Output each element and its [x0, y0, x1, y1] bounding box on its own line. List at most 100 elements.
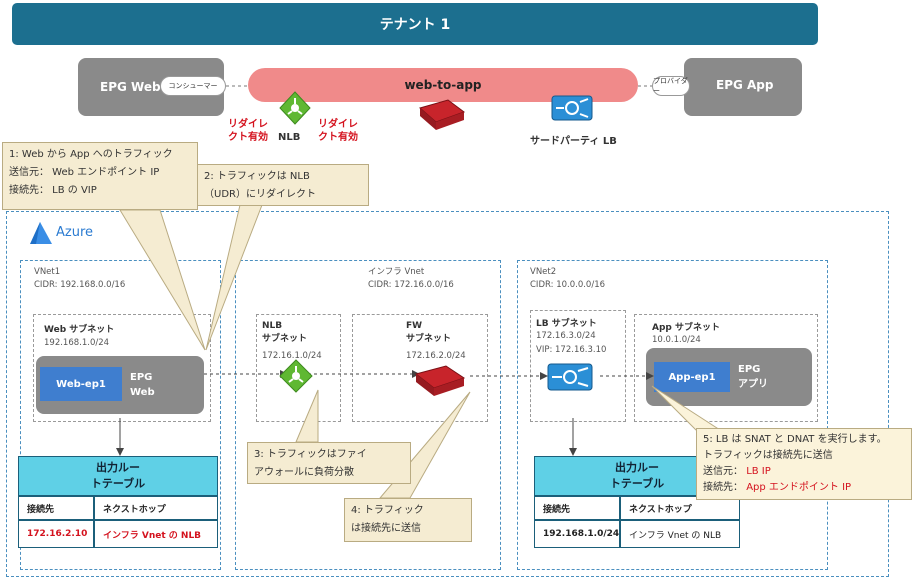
- nlb-subnet-title-line1: NLB: [262, 321, 283, 331]
- callout-2-line1: 2: トラフィックは NLB: [204, 171, 310, 182]
- web-to-route-arrow-head: [116, 448, 124, 456]
- vnet1-box: [20, 260, 221, 570]
- callout-1-line1: 1: Web から App へのトラフィック: [9, 149, 173, 160]
- callout-3: 3: トラフィックはファイ アウォールに負荷分散: [247, 442, 411, 484]
- callout-5-line4-value: App エンドポイント IP: [746, 482, 852, 493]
- route-right-header-line1: 出力ルー: [615, 461, 659, 474]
- route-right-next-hop: インフラ Vnet の NLB: [620, 520, 740, 548]
- app-epg-line2: アプリ: [738, 379, 768, 390]
- tenant-banner: テナント 1: [12, 3, 818, 45]
- third-party-lb-icon-top: [551, 95, 593, 121]
- web-epg-label: EPG Web: [130, 370, 155, 400]
- lb-subnet-title: LB サブネット: [536, 319, 597, 329]
- callout-5: 5: LB は SNAT と DNAT を実行します。 トラフィックは接続先に送…: [696, 428, 912, 500]
- vnet1-title: VNet1: [34, 267, 61, 277]
- callout-5-line3-prefix: 送信元：: [703, 466, 743, 477]
- callout3-tail: [295, 389, 319, 443]
- app-ep1-endpoint[interactable]: App-ep1: [654, 362, 730, 392]
- route-table-left-header: 出力ルー トテーブル: [18, 456, 218, 496]
- epg-web-label: EPG Web: [100, 80, 161, 94]
- app-epg-label: EPG アプリ: [738, 362, 768, 392]
- route-right-col1: 接続先: [534, 496, 620, 520]
- web-subnet-box: [33, 314, 211, 422]
- route-left-header-line2: トテーブル: [90, 477, 146, 490]
- third-party-lb-icon-vnet2: [547, 363, 593, 391]
- nlb-top-label: NLB: [278, 132, 301, 143]
- nlb-subnet-title: NLB サブネット: [262, 320, 307, 346]
- nlb-icon-top: [279, 91, 311, 125]
- route-right-dest: 192.168.1.0/24: [534, 520, 620, 548]
- nlb-subnet-box: [256, 314, 341, 422]
- azure-label: Azure: [56, 225, 94, 240]
- vnet1-cidr: CIDR: 192.168.0.0/16: [34, 280, 126, 290]
- vnet2-cidr: CIDR: 10.0.0.0/16: [530, 280, 606, 290]
- fw-subnet-title-line1: FW: [406, 321, 423, 331]
- route-left-header-line1: 出力ルー: [96, 461, 140, 474]
- callout-3-line1: 3: トラフィックはファイ: [254, 449, 367, 460]
- lb-subnet-box: [530, 310, 626, 422]
- route-left-next-hop: インフラ Vnet の NLB: [94, 520, 218, 548]
- azure-region: [6, 211, 889, 577]
- callout-5-line3-value: LB IP: [746, 466, 771, 477]
- redirect-enabled-right: リダイレクト有効: [318, 119, 358, 143]
- nlb-subnet-title-line2: サブネット: [262, 334, 308, 344]
- firewall-icon-top: [418, 99, 466, 130]
- firewall-icon-infra: [414, 365, 466, 396]
- fw-subnet-title-line2: サブネット: [406, 334, 452, 344]
- infra-vnet-title: インフラ Vnet: [368, 267, 425, 277]
- callout-2-line2: （UDR）にリダイレクト: [204, 189, 316, 200]
- app-subnet-cidr: 10.0.1.0/24: [652, 335, 701, 345]
- fw-subnet-title: FW サブネット: [406, 320, 451, 346]
- app-epg-line1: EPG: [738, 364, 761, 375]
- nlb-icon-infra: [279, 359, 313, 393]
- callout-5-line3: 送信元： LB IP: [703, 464, 905, 480]
- lb-subnet-vip: VIP: 172.16.3.10: [536, 345, 607, 355]
- web-ep1-endpoint[interactable]: Web-ep1: [40, 367, 122, 401]
- app-subnet-box: [634, 314, 818, 422]
- web-epg-line2: Web: [130, 387, 155, 398]
- web-subnet-title: Web サブネット: [44, 325, 115, 335]
- consumer-pill: コンシューマー: [160, 76, 226, 96]
- callout-4-line1: 4: トラフィック: [351, 505, 424, 516]
- flow-lb-to-app-head: [646, 372, 654, 380]
- tenant-title: テナント 1: [379, 17, 451, 33]
- callout5-tail: [651, 385, 722, 431]
- lb-subnet-cidr: 172.16.3.0/24: [536, 331, 596, 341]
- vnet2-title: VNet2: [530, 267, 557, 277]
- route-right-col2: ネクストホップ: [620, 496, 740, 520]
- callout1-tail: [119, 209, 206, 351]
- fw-subnet-cidr: 172.16.2.0/24: [406, 351, 466, 361]
- flow-fw-to-lb-head: [540, 372, 548, 380]
- callout-5-line4: 接続先： App エンドポイント IP: [703, 480, 905, 496]
- nlb-subnet-cidr: 172.16.1.0/24: [262, 351, 322, 361]
- app-subnet-title: App サブネット: [652, 323, 720, 333]
- callout-5-line2: トラフィックは接続先に送信: [703, 450, 833, 461]
- route-left-dest: 172.16.2.10: [18, 520, 94, 548]
- route-left-col1: 接続先: [18, 496, 94, 520]
- redirect-enabled-left: リダイレクト有効: [228, 119, 268, 143]
- infra-vnet-box: [235, 260, 501, 570]
- callout-2: 2: トラフィックは NLB （UDR）にリダイレクト: [197, 164, 369, 206]
- web-subnet-cidr: 192.168.1.0/24: [44, 338, 110, 348]
- route-right-header-line2: トテーブル: [609, 477, 665, 490]
- epg-app-box: EPG App: [684, 58, 802, 116]
- epg-app-label: EPG App: [716, 78, 774, 92]
- route-left-col2: ネクストホップ: [94, 496, 218, 520]
- callout-1-line3: 接続先： LB の VIP: [9, 185, 97, 196]
- vnet2-box: [517, 260, 828, 570]
- third-party-lb-label: サードパーティ LB: [530, 136, 617, 147]
- provider-pill: プロバイダー: [652, 76, 690, 96]
- web-epg-line1: EPG: [130, 372, 153, 383]
- callout2-tail: [205, 204, 263, 351]
- callout-1-line2: 送信元： Web エンドポイント IP: [9, 167, 160, 178]
- infra-vnet-cidr: CIDR: 172.16.0.0/16: [368, 280, 454, 290]
- callout-3-line2: アウォールに負荷分散: [254, 467, 354, 478]
- callout-5-line1: 5: LB は SNAT と DNAT を実行します。: [703, 434, 887, 445]
- callout-5-line4-prefix: 接続先：: [703, 482, 743, 493]
- lb-to-route-arrow-head: [569, 448, 577, 456]
- contract-label: web-to-app: [404, 78, 482, 92]
- fw-subnet-box: [352, 314, 488, 422]
- callout-4: 4: トラフィック は接続先に送信: [344, 498, 472, 542]
- callout-4-line2: は接続先に送信: [351, 523, 421, 534]
